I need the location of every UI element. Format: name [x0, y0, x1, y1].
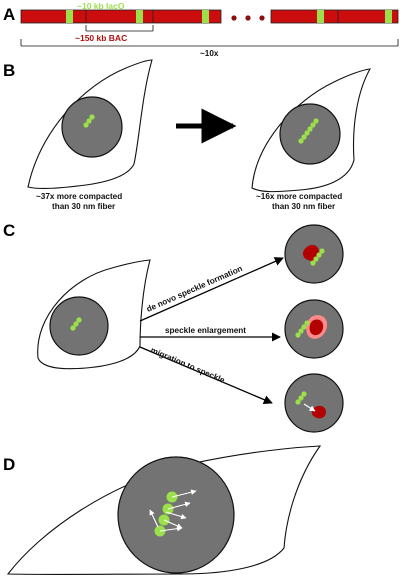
bac-segment-left — [20, 9, 222, 24]
repeat-count-label: ~10x — [200, 49, 219, 58]
nucleus — [61, 96, 123, 158]
nucleus — [279, 103, 341, 165]
panel-c-letter: C — [3, 221, 15, 240]
compaction-before-line2: than 30 nm fiber — [52, 202, 116, 211]
cell-initial — [37, 259, 151, 370]
ellipsis-dot — [245, 15, 251, 21]
laco-block — [385, 10, 392, 23]
laco-block — [317, 10, 324, 23]
laco-size-label: ~10 kb lacO — [77, 1, 125, 11]
laco-block — [136, 10, 143, 23]
laco-signal — [83, 114, 95, 128]
laco-block — [66, 10, 73, 23]
compaction-before-line1: ~37x more compacted — [36, 192, 122, 201]
pathway-enlargement: speckle enlargement — [140, 326, 281, 342]
ellipsis-dot — [259, 15, 265, 21]
nucleus-speckle-enlargement — [284, 299, 344, 359]
nucleus — [284, 373, 344, 433]
bac-array — [20, 9, 399, 24]
nucleus-migration — [284, 373, 344, 433]
laco-signal — [295, 320, 310, 338]
panel-c: C de novo speckle formation speckle enla… — [3, 221, 344, 433]
laco-signal — [298, 118, 319, 144]
pathway-label-migration: migration to speckle — [149, 346, 226, 386]
pathway-label-de-novo: de novo speckle formation — [145, 264, 244, 314]
cell-after: ~16x more compacted than 30 nm fiber — [251, 68, 372, 211]
speckle — [309, 319, 324, 336]
panel-b: B ~37x more compacted than 30 nm fiber — [3, 59, 372, 211]
panel-a: A ~10 kb lacO ~150 kb BAC — [3, 1, 399, 58]
bac-bracket — [85, 25, 154, 32]
laco-block — [202, 10, 209, 23]
pathway-arrow — [139, 257, 284, 322]
panel-b-letter: B — [3, 61, 15, 80]
cell-before: ~37x more compacted than 30 nm fiber — [27, 59, 153, 211]
nucleus-de-novo-speckle — [284, 224, 344, 284]
migration-arrow — [303, 403, 316, 412]
compaction-after-line1: ~16x more compacted — [256, 192, 342, 201]
compaction-after-line2: than 30 nm fiber — [272, 202, 336, 211]
pathway-migration: migration to speckle — [139, 346, 273, 404]
ellipsis-dot — [231, 15, 237, 21]
pathway-label-enlargement: speckle enlargement — [165, 326, 246, 335]
panel-a-letter: A — [3, 5, 15, 24]
laco-signal — [295, 391, 307, 405]
nucleus — [49, 296, 109, 356]
bac-size-label: ~150 kb BAC — [75, 33, 127, 43]
panel-d-letter: D — [3, 455, 15, 474]
bac-segment-right — [270, 9, 399, 24]
laco-signal — [310, 248, 325, 266]
pathway-de-novo: de novo speckle formation — [139, 257, 284, 322]
laco-signal — [70, 317, 82, 331]
motion-arrows — [149, 489, 197, 532]
cell-motion — [6, 445, 322, 575]
pathway-arrow — [139, 346, 273, 404]
panel-d: D — [3, 445, 322, 575]
repeat-bracket — [20, 39, 399, 47]
